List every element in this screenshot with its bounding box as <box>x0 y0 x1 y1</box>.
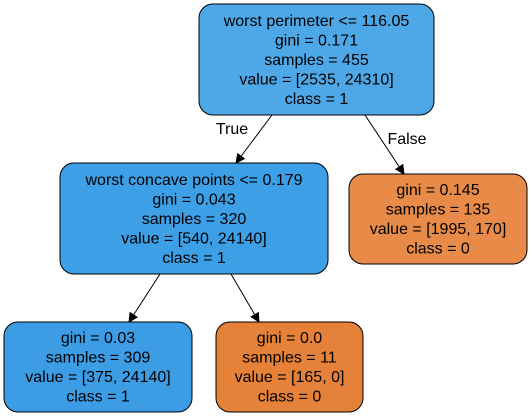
node-line: gini = 0.0 <box>257 330 322 347</box>
node-line: gini = 0.145 <box>396 182 479 199</box>
node-line: worst concave points <= 0.179 <box>84 172 302 189</box>
node-box <box>215 321 364 413</box>
edge-left-to-left-left <box>128 273 161 323</box>
edge-root-to-left <box>235 114 273 164</box>
node-line: samples = 11 <box>242 350 337 367</box>
node-line: value = [540, 24140] <box>121 230 266 247</box>
node-line: gini = 0.171 <box>275 32 358 49</box>
tree-node-right: gini = 0.145 samples = 135 value = [1995, … <box>348 173 528 265</box>
node-line: worst perimeter <= 116.05 <box>223 13 410 30</box>
tree-node-root: worst perimeter <= 116.05 gini = 0.171 sam… <box>198 3 435 116</box>
node-line: samples = 320 <box>142 211 247 228</box>
node-line: samples = 135 <box>386 202 491 219</box>
edge-left-to-left-right <box>230 273 260 323</box>
tree-node-left-right: gini = 0.0 samples = 11 value = [165, 0] cl… <box>215 321 364 413</box>
node-line: class = 1 <box>162 250 226 267</box>
edge-root-to-right <box>364 114 405 175</box>
node-box <box>198 3 435 116</box>
node-line: class = 1 <box>66 389 130 406</box>
node-line: samples = 455 <box>264 52 369 69</box>
node-line: gini = 0.03 <box>61 330 135 347</box>
node-box <box>59 162 329 275</box>
node-line: value = [1995, 170] <box>370 221 507 238</box>
tree-node-left-left: gini = 0.03 samples = 309 value = [375, 24… <box>3 321 193 413</box>
node-line: gini = 0.043 <box>152 191 235 208</box>
node-line: value = [375, 24140] <box>25 369 170 386</box>
node-box <box>3 321 193 413</box>
node-line: class = 0 <box>258 389 322 406</box>
node-line: value = [2535, 24310] <box>239 71 393 88</box>
edge-label-true: True <box>216 121 248 138</box>
nodes: worst perimeter <= 116.05 gini = 0.171 sam… <box>3 3 528 413</box>
node-line: samples = 309 <box>46 350 151 367</box>
node-line: class = 0 <box>406 241 470 258</box>
edge-label-false: False <box>387 131 426 148</box>
tree-node-left: worst concave points <= 0.179 gini = 0.04… <box>59 162 329 275</box>
node-line: class = 1 <box>285 91 349 108</box>
node-line: value = [165, 0] <box>235 369 345 386</box>
node-box <box>348 173 528 265</box>
